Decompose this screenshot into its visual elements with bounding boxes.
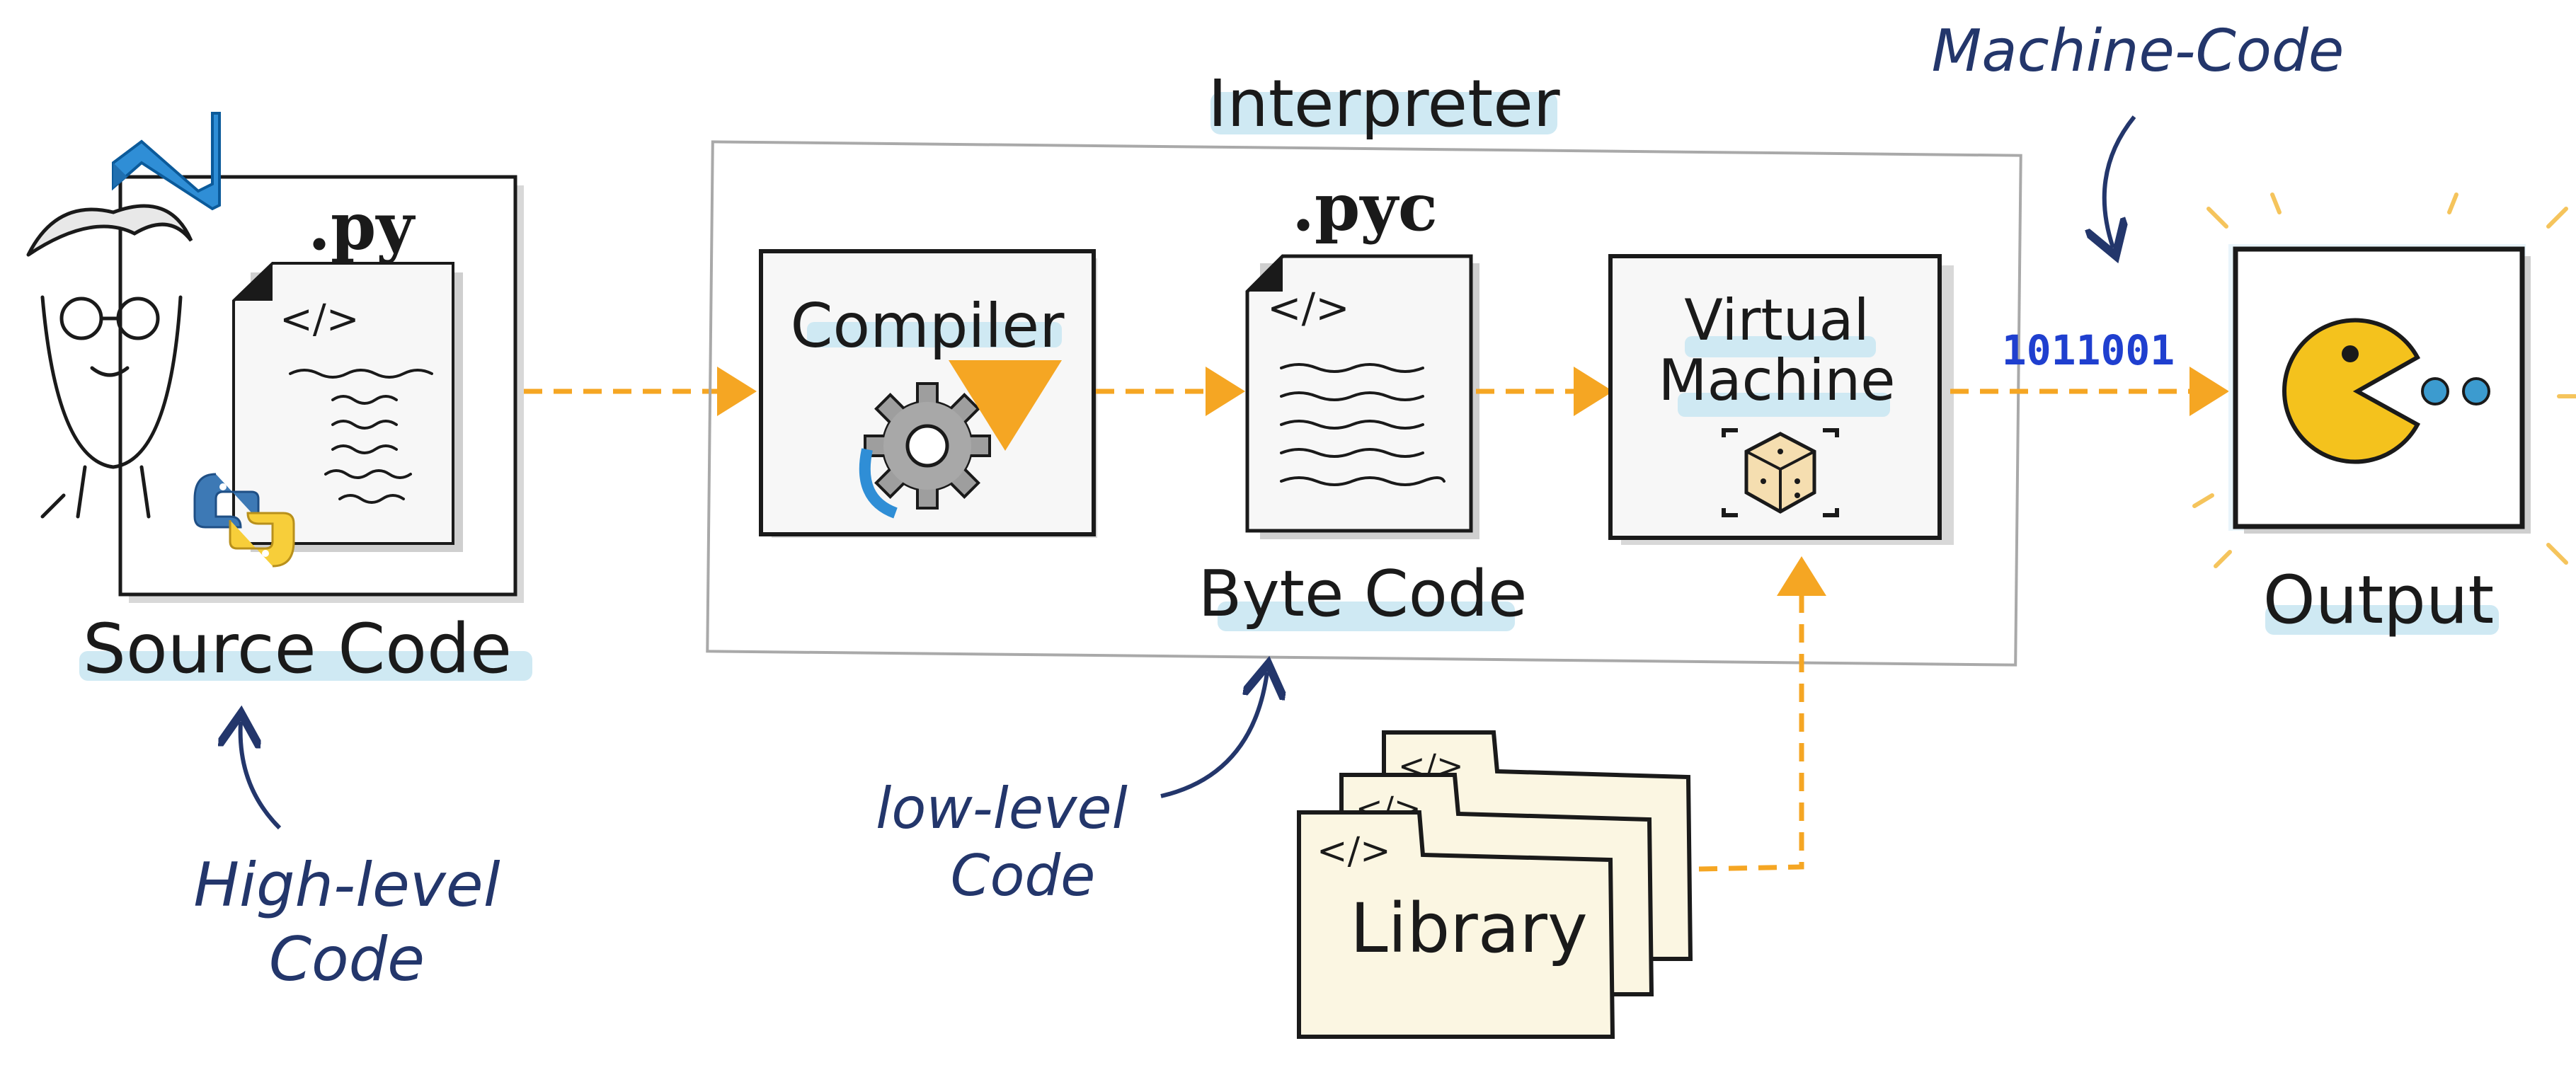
- high-level-label-line1: High-level: [193, 850, 500, 921]
- bytecode-document-icon: </>: [1245, 254, 1479, 539]
- low-level-label-line2: Code: [951, 843, 1096, 909]
- interpreter-frame: [706, 140, 2022, 667]
- library-stack: </> </> </> Library: [1297, 730, 1693, 1039]
- python-logo-icon: [193, 473, 295, 568]
- source-code-group: </> .py: [26, 112, 532, 689]
- library-folder-front: </> Library: [1297, 810, 1615, 1039]
- interpreter-title-highlight: [1210, 92, 1557, 134]
- vm-label-line1: Virtual: [1684, 287, 1869, 353]
- machine-code-label: Machine-Code: [1932, 18, 2345, 85]
- binary-machine-code: 1011001: [2002, 326, 2175, 374]
- interpreter-title: Interpreter: [1208, 66, 1559, 142]
- low-level-label-line1: low-level: [876, 776, 1128, 841]
- interpreter-group: Interpreter Compiler: [706, 66, 2022, 667]
- low-level-arrow: [1160, 672, 1267, 798]
- bytecode-code-glyph: </>: [1267, 284, 1350, 332]
- bytecode-label-highlight: [1218, 602, 1515, 631]
- vscode-logo-icon: [112, 112, 221, 211]
- source-document-icon: </>: [232, 262, 463, 552]
- compiler-label: Compiler: [790, 291, 1065, 362]
- pyc-extension-label: .pyc: [1292, 169, 1438, 246]
- bytecode-label: Byte Code: [1198, 557, 1528, 631]
- output-group: Output: [2192, 192, 2576, 639]
- high-level-annotation: High-level Code: [193, 722, 500, 995]
- cycle-arrow-yellow: [948, 359, 1062, 451]
- output-glow-rays: [2192, 192, 2576, 568]
- cycle-arrow-blue: [859, 448, 898, 519]
- library-code-glyph: </>: [1317, 830, 1391, 873]
- pellet-icon-1: [2421, 377, 2449, 405]
- low-level-annotation: low-level Code: [876, 672, 1267, 909]
- output-label: Output: [2263, 562, 2495, 639]
- library-label: Library: [1350, 889, 1588, 968]
- vm-cube-icon: [1722, 428, 1839, 517]
- gear-icon: [864, 382, 991, 510]
- virtual-machine-box: Virtual Machine: [1608, 254, 1954, 545]
- pacman-icon: [2282, 318, 2421, 464]
- vm-label-line2: Machine: [1659, 347, 1896, 413]
- output-label-highlight: [2265, 605, 2499, 635]
- source-code-label: Source Code: [83, 609, 512, 689]
- high-level-arrow: [241, 722, 282, 830]
- machine-code-annotation: Machine-Code: [1932, 18, 2345, 248]
- high-level-label-line2: Code: [269, 924, 425, 995]
- compiler-box: Compiler: [759, 249, 1097, 538]
- source-code-glyph: </>: [280, 297, 360, 343]
- machine-code-arrow: [2105, 115, 2136, 248]
- pellet-icon-2: [2462, 377, 2490, 405]
- pacman-eye: [2342, 345, 2359, 362]
- py-extension-label: .py: [308, 188, 416, 265]
- source-label-highlight: [79, 651, 532, 681]
- flow-arrow-library-to-vm: [1698, 556, 1826, 872]
- developer-avatar-icon: [26, 204, 193, 519]
